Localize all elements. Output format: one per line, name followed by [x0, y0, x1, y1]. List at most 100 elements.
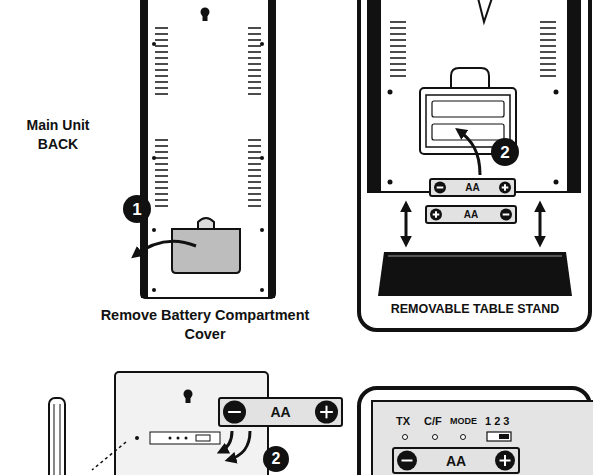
battery-side-view — [54, 404, 55, 475]
battery: AA — [392, 447, 520, 474]
stand-panel — [359, 0, 590, 330]
vent-slot — [155, 205, 168, 207]
stand-panel — [458, 130, 480, 175]
battery-label: AA — [270, 405, 290, 419]
stand-panel — [378, 252, 572, 296]
vent-slot — [248, 193, 261, 195]
battery-label: AA — [464, 210, 478, 220]
vent-slot — [155, 199, 168, 201]
stand-panel — [539, 204, 542, 244]
vent-slot — [155, 75, 168, 77]
indicator-label: MODE — [450, 416, 477, 427]
settings-panel — [372, 401, 593, 475]
vent-slot — [155, 187, 168, 189]
vent-slot — [248, 57, 261, 59]
vent-slot — [155, 157, 168, 159]
callout-circle: 2 — [263, 446, 289, 472]
callout-circle: 2 — [491, 138, 519, 166]
stand-panel — [359, 0, 590, 330]
vent-slot — [248, 45, 261, 47]
settings-panel — [461, 435, 466, 440]
vent-slot — [540, 27, 556, 29]
vent-slot — [155, 175, 168, 177]
vent-slot — [248, 169, 261, 171]
vent-slot — [540, 33, 556, 35]
main-unit-back — [141, 0, 148, 298]
vent-slot — [155, 145, 168, 147]
vent-slot — [248, 93, 261, 95]
part-label: REMOVABLE TABLE STAND — [368, 302, 582, 317]
vent-slot — [540, 51, 556, 53]
vent-slot — [155, 151, 168, 153]
vent-slot — [248, 87, 261, 89]
vent-slot — [248, 157, 261, 159]
vent-slot — [540, 45, 556, 47]
terminal-mark — [503, 214, 510, 216]
terminal-mark — [504, 455, 506, 466]
battery: AA — [429, 178, 516, 197]
settings-panel — [403, 435, 408, 440]
main-unit-back — [152, 228, 156, 232]
main-unit-front — [135, 436, 139, 440]
vent-slot — [248, 175, 261, 177]
battery-cover — [172, 229, 240, 273]
vent-slot — [540, 39, 556, 41]
terminal-mark — [326, 406, 328, 419]
main-unit-back — [141, 0, 275, 298]
vent-slot — [248, 151, 261, 153]
settings-panel — [487, 432, 511, 441]
vent-slot — [155, 39, 168, 41]
vent-slot — [155, 87, 168, 89]
main-unit-front — [185, 437, 188, 440]
battery: AA — [425, 205, 517, 224]
main-unit-front — [220, 431, 232, 452]
vent-slot — [248, 69, 261, 71]
vent-slot — [540, 57, 556, 59]
art-shape — [155, 28, 261, 206]
battery-side-view — [60, 404, 61, 475]
main-unit-front — [92, 442, 126, 470]
main-unit-back — [268, 0, 275, 298]
vent-slot — [155, 69, 168, 71]
terminal-disc — [223, 401, 246, 424]
vent-slot — [248, 81, 261, 83]
vent-slot — [390, 75, 406, 77]
main-unit-back — [260, 288, 264, 292]
vent-slot — [390, 27, 406, 29]
switch-label: 1 2 3 — [485, 415, 509, 427]
stand-panel — [368, 0, 580, 192]
vent-slot — [155, 45, 168, 47]
vent-slot — [155, 139, 168, 141]
minus-terminal — [434, 182, 446, 194]
stand-panel — [388, 90, 393, 95]
stand-panel — [554, 90, 559, 95]
battery-cover — [134, 241, 196, 256]
battery-label: AA — [465, 183, 479, 193]
main-unit-front — [177, 437, 180, 440]
plus-terminal — [495, 451, 515, 471]
vent-slot — [155, 51, 168, 53]
vent-slot — [248, 145, 261, 147]
vent-slot — [155, 169, 168, 171]
vent-slot — [390, 63, 406, 65]
main-unit-front — [196, 435, 210, 441]
vent-slot — [390, 21, 406, 23]
vent-slot — [248, 63, 261, 65]
terminal-disc — [397, 451, 417, 471]
main-unit-front — [186, 394, 191, 403]
terminal-mark — [437, 187, 444, 189]
callout-number: 2 — [272, 451, 281, 467]
step-caption: Remove Battery Compartment Cover — [100, 306, 310, 344]
terminal-disc — [434, 182, 446, 194]
vent-slot — [155, 33, 168, 35]
main-unit-back — [141, 0, 275, 298]
view-label: Main Unit BACK — [6, 116, 110, 154]
main-unit-back — [203, 12, 208, 21]
settings-panel — [359, 388, 593, 475]
vent-slot — [248, 139, 261, 141]
vent-slot — [390, 39, 406, 41]
battery-side-view — [49, 398, 65, 475]
vent-slot — [248, 181, 261, 183]
vent-slot — [155, 57, 168, 59]
